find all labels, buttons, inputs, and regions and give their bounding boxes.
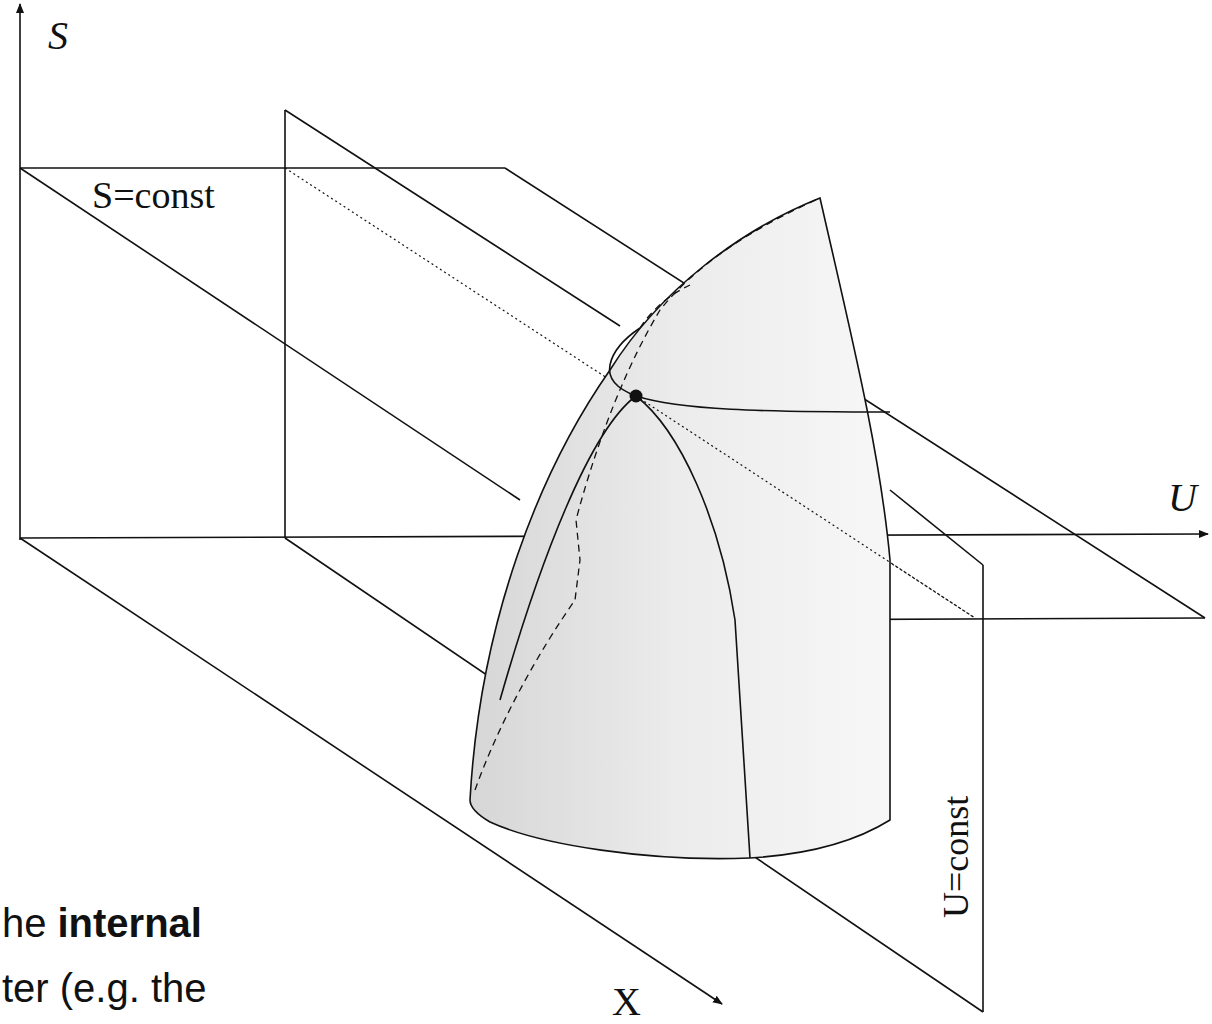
dashed-curve	[640, 285, 690, 328]
u-plane-edge	[982, 565, 984, 1012]
s-axis	[19, 4, 21, 540]
axis-label: X	[612, 982, 641, 1022]
u-const-section	[500, 396, 750, 858]
s-plane-edge	[20, 167, 505, 169]
equilibrium-ridge	[475, 198, 820, 790]
u-plane-edge	[890, 490, 983, 565]
slide-text: internal	[58, 903, 202, 943]
axes-and-planes	[20, 4, 1208, 1012]
entropy-surface	[470, 198, 890, 859]
u-plane-edge	[285, 110, 620, 326]
s-const-section	[636, 396, 890, 412]
s-plane-edge	[20, 168, 520, 500]
surface-curves	[475, 198, 975, 858]
plane-intersection	[636, 396, 975, 618]
slide-text: ter (e.g. the	[2, 968, 207, 1008]
axis-label: U	[1168, 478, 1197, 518]
slide-text: he	[2, 903, 47, 943]
plane-label: S=const	[92, 176, 215, 214]
axis-label: S	[48, 16, 68, 56]
u-plane-edge	[284, 110, 286, 538]
equilibrium-point	[630, 390, 643, 403]
plane-label: U=const	[938, 796, 974, 918]
s-const-section	[610, 328, 640, 396]
